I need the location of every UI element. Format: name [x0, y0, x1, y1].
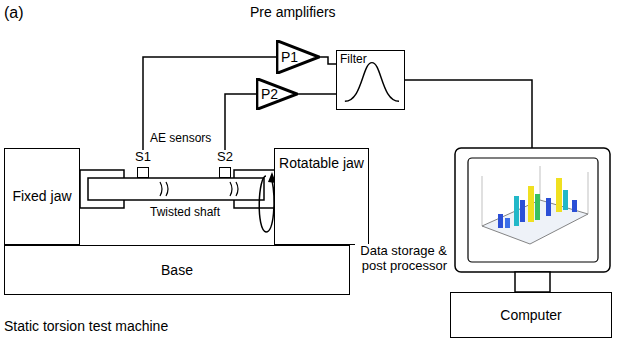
node-text: Rotatable jaw [279, 155, 364, 171]
filter-box: Filter [336, 50, 405, 110]
screen [468, 158, 598, 262]
twisted-shaft [88, 178, 264, 200]
sensor-square [137, 167, 149, 178]
signal-wire [405, 80, 532, 148]
ae-sensor: S2 [212, 150, 238, 180]
fixed-jaw: Fixed jaw [4, 148, 80, 245]
label-text: Pre amplifiers [250, 4, 336, 20]
node-text: Computer [500, 307, 561, 323]
label-text: Data storage & post processor [355, 244, 447, 274]
node-text: S2 [217, 150, 233, 165]
monitor-stand [515, 272, 550, 292]
label-text: Static torsion test machine [4, 318, 168, 334]
node-text: P2 [261, 86, 278, 102]
base-box: Base [4, 245, 350, 295]
label-text: (a) [4, 4, 24, 22]
preamp-triangle: P2 [256, 78, 298, 110]
twist-arrow [259, 176, 274, 232]
node-text: Base [161, 262, 193, 278]
clamp [80, 170, 124, 208]
ae-sensor: S1 [130, 150, 156, 180]
signal-wire [225, 94, 256, 150]
signal-wire [320, 57, 336, 64]
preamp-triangle: P1 [276, 40, 320, 74]
node-text: Fixed jaw [12, 188, 71, 204]
monitor [455, 148, 610, 272]
sensor-square [219, 167, 231, 178]
plot-bars [498, 178, 577, 228]
node-text: S1 [135, 150, 151, 165]
break-mark [160, 182, 238, 196]
plot-axis [482, 166, 588, 226]
clamp [234, 170, 274, 208]
node-text: P1 [281, 49, 298, 65]
label-text: AE sensors [150, 132, 211, 146]
label-text: Twisted shaft [150, 206, 230, 220]
node-text: Filter [340, 53, 367, 67]
computer-box: Computer [450, 292, 612, 338]
signal-wire [298, 94, 336, 95]
rotatable-jaw: Rotatable jaw [274, 148, 369, 245]
